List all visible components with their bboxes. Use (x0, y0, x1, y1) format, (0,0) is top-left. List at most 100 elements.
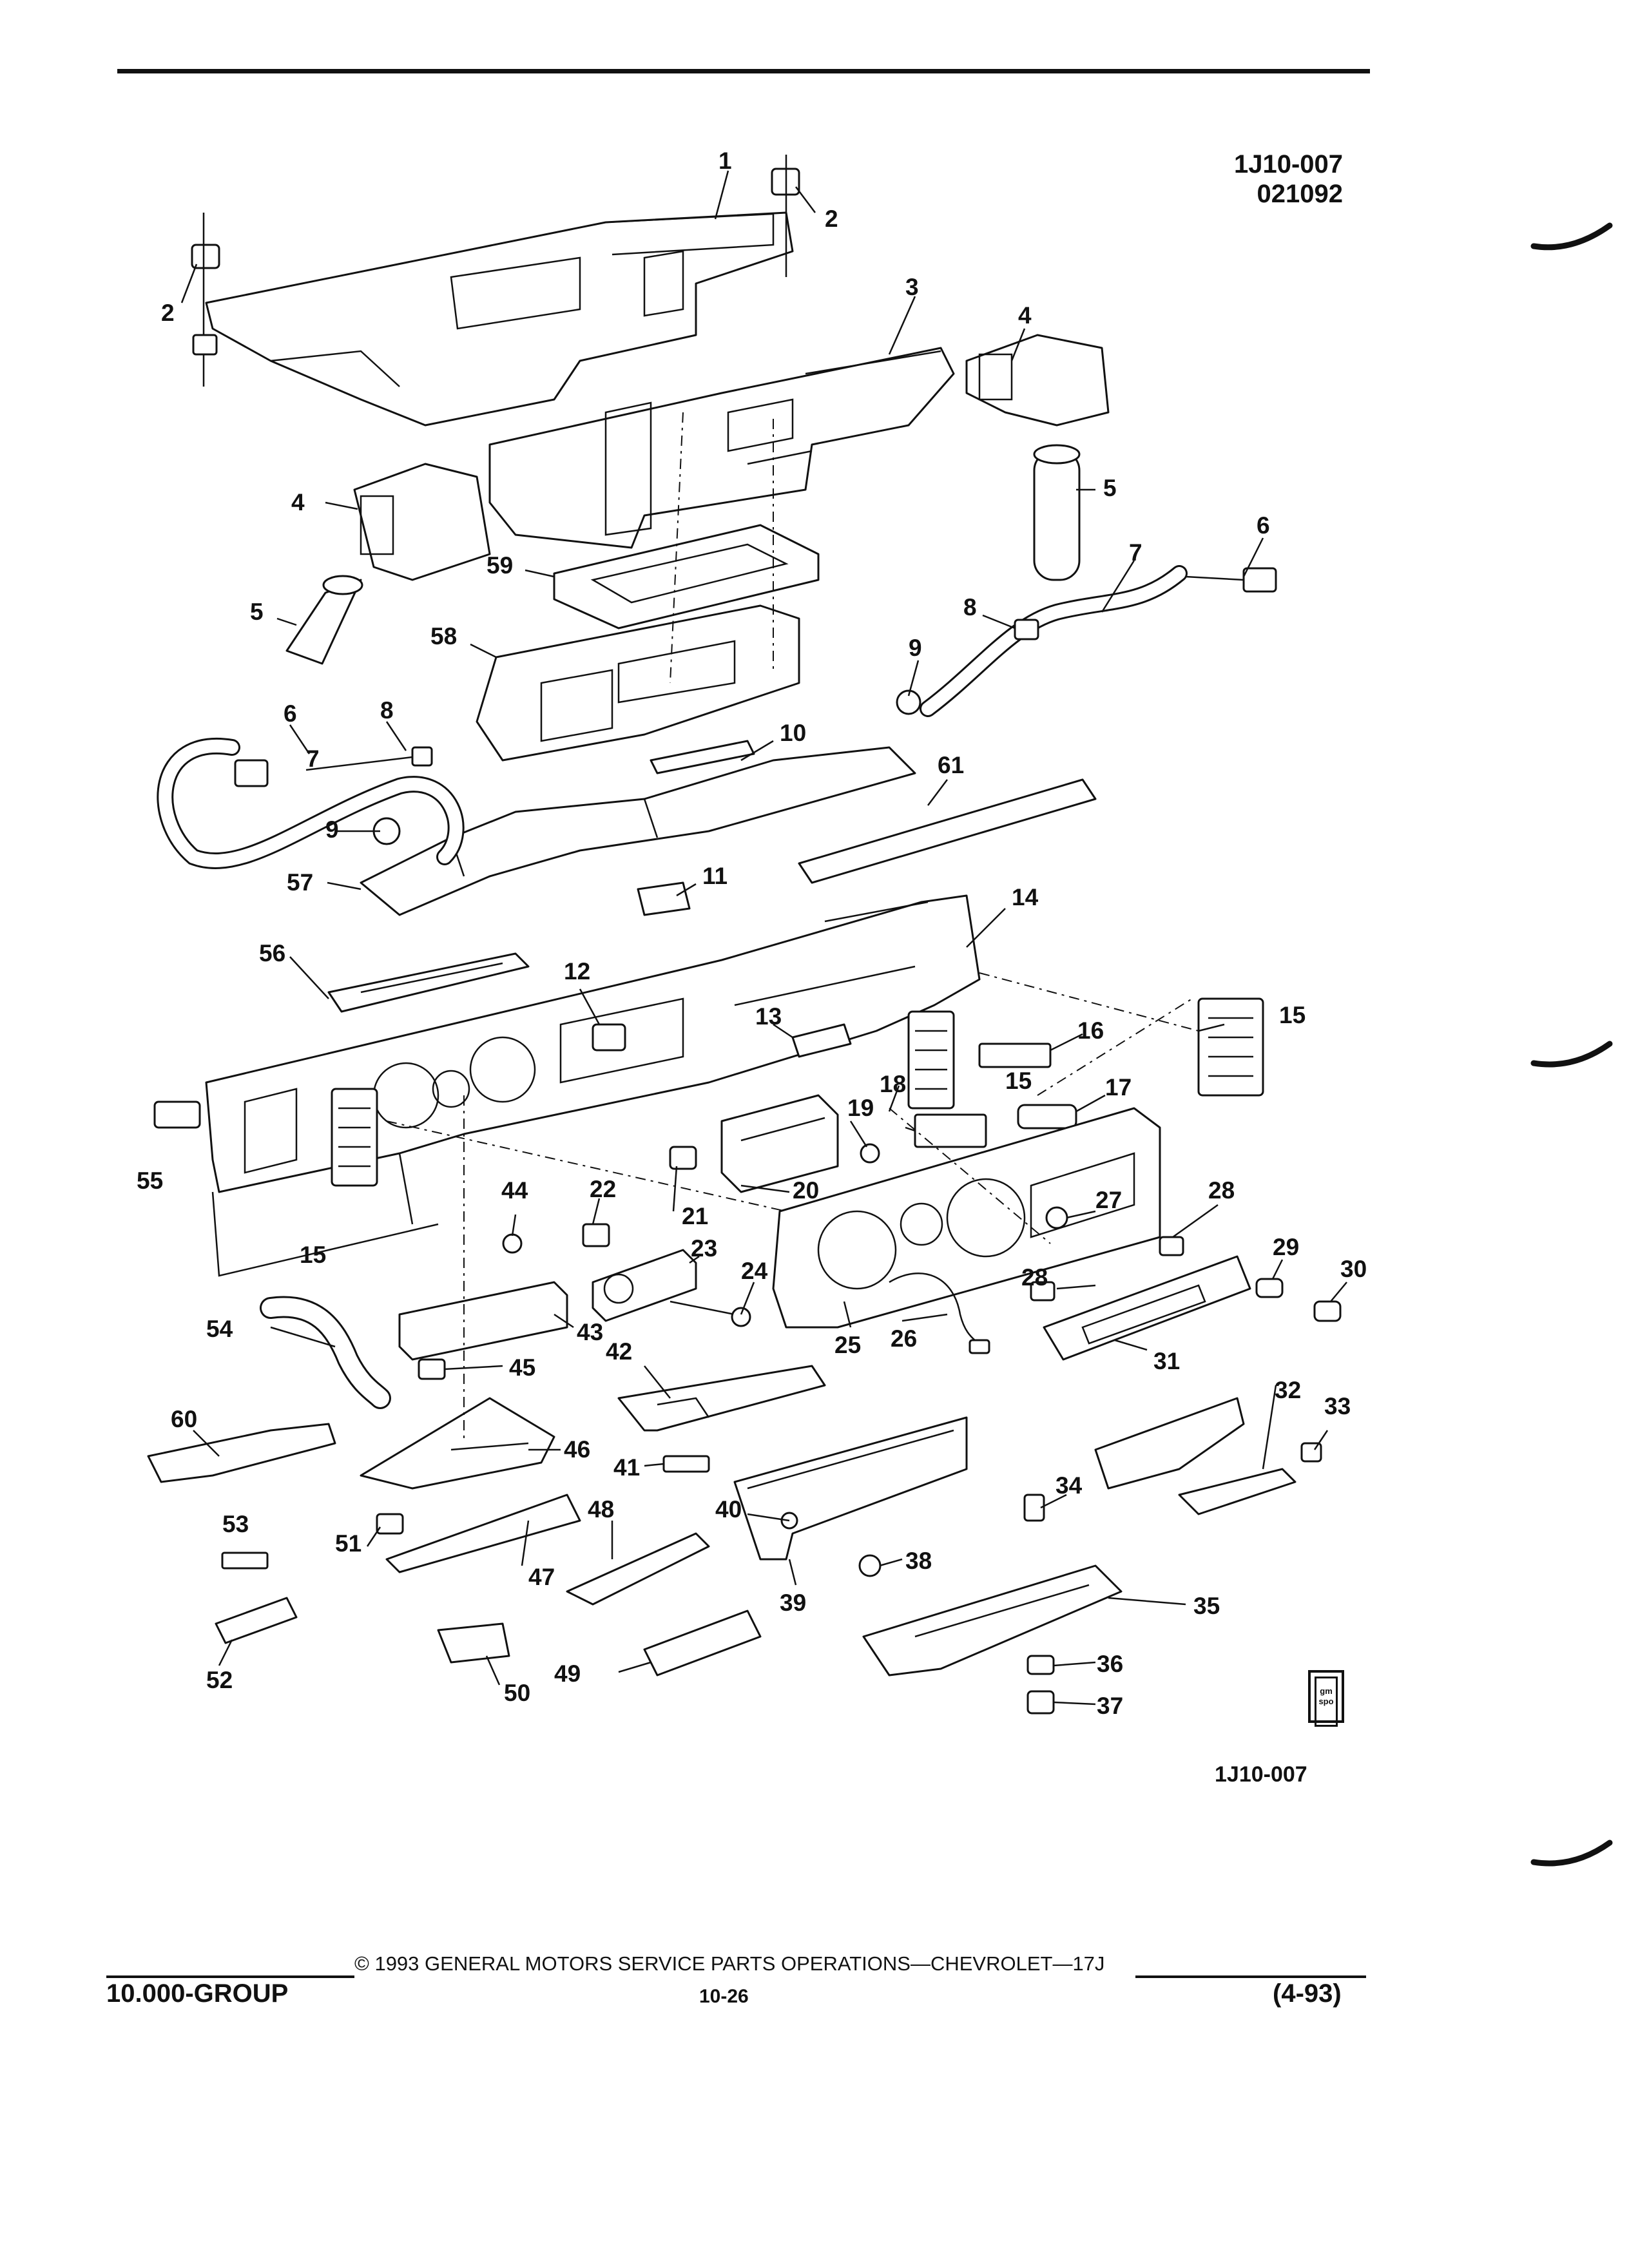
part-29-knob (1255, 1278, 1284, 1298)
callout-21: 21 (682, 1203, 708, 1229)
part-23-bezel (592, 1249, 697, 1322)
footer-copyright: © 1993 GENERAL MOTORS SERVICE PARTS OPER… (354, 1952, 1105, 1975)
binder-marks (1530, 222, 1613, 1867)
part-4-outlet-duct-right (965, 334, 1110, 427)
callout-58: 58 (430, 623, 457, 649)
callout-5-right: 5 (1103, 475, 1117, 501)
callout-45: 45 (509, 1354, 535, 1381)
part-19-screw (860, 1143, 880, 1164)
callout-17: 17 (1105, 1074, 1132, 1100)
part-49-pad (643, 1610, 762, 1677)
figure-code-header: 1J10-007 021092 (1147, 149, 1343, 209)
callout-14: 14 (1012, 884, 1039, 910)
part-28-socket-upper (1159, 1236, 1184, 1256)
part-54-duct (260, 1296, 391, 1409)
callout-28-upper: 28 (1208, 1177, 1235, 1204)
callout-6-left: 6 (284, 700, 297, 727)
callout-15-center: 15 (1005, 1068, 1032, 1094)
part-39-glove-box (733, 1416, 968, 1561)
gm-spo-badge: gm spo (1308, 1670, 1344, 1727)
callout-30: 30 (1340, 1256, 1367, 1282)
callout-53: 53 (222, 1511, 249, 1537)
callout-38: 38 (905, 1548, 932, 1574)
figure-code-line-1: 1J10-007 (1233, 150, 1343, 178)
callout-37: 37 (1097, 1693, 1123, 1719)
part-56-speaker-grille (327, 952, 530, 1013)
callout-9-left: 9 (325, 816, 339, 843)
callout-8-right: 8 (963, 594, 977, 620)
callout-60: 60 (171, 1406, 197, 1432)
callout-57: 57 (287, 869, 313, 896)
footer-group: 10.000-GROUP (106, 1979, 289, 2008)
callout-11: 11 (702, 863, 728, 889)
callout-26: 26 (891, 1325, 917, 1352)
part-59-seal (553, 524, 820, 629)
part-32-compartment (1094, 1397, 1296, 1515)
callout-27: 27 (1095, 1187, 1122, 1213)
callout-42: 42 (606, 1338, 632, 1365)
callout-4-right: 4 (1018, 302, 1032, 329)
callout-47: 47 (528, 1564, 555, 1590)
callout-55: 55 (137, 1168, 163, 1194)
part-52-grip (215, 1597, 298, 1644)
part-16-switch (978, 1043, 1052, 1068)
callout-44: 44 (501, 1177, 528, 1204)
callout-36: 36 (1097, 1651, 1123, 1677)
part-60-bracket (147, 1423, 336, 1483)
callout-24: 24 (741, 1258, 768, 1284)
gm-spo-badge-text: gm spo (1315, 1677, 1338, 1727)
callout-16: 16 (1077, 1017, 1104, 1044)
part-34-latch (1023, 1494, 1045, 1522)
callout-23: 23 (691, 1235, 717, 1262)
callout-10: 10 (780, 720, 806, 746)
footer-date: (4-93) (1273, 1979, 1342, 2008)
part-5-tube-right (1033, 444, 1081, 581)
part-41-pad (662, 1455, 710, 1473)
part-12-connector (592, 1023, 626, 1052)
callout-29: 29 (1273, 1234, 1299, 1260)
part-55-switch (153, 1100, 201, 1129)
callout-12: 12 (564, 958, 590, 985)
callout-15-right: 15 (1279, 1002, 1306, 1028)
callout-51: 51 (335, 1530, 361, 1557)
callout-33: 33 (1324, 1393, 1351, 1419)
callout-32: 32 (1275, 1377, 1301, 1403)
callout-1: 1 (718, 148, 732, 174)
part-31-trim-plate (1043, 1255, 1251, 1361)
callout-4-left: 4 (291, 489, 305, 515)
callout-2-right: 2 (825, 206, 838, 232)
part-15-vent-center (907, 1010, 955, 1110)
callout-50: 50 (504, 1680, 530, 1706)
callout-59: 59 (487, 552, 513, 579)
part-46-console-front (360, 1397, 555, 1490)
part-15-vent-left (331, 1088, 378, 1187)
part-51-clip (376, 1513, 404, 1535)
leader-lines (180, 170, 1347, 1706)
part-50-bracket (437, 1622, 510, 1664)
callout-3: 3 (905, 274, 919, 300)
callout-7-left: 7 (306, 745, 320, 772)
part-58-heater-module (476, 604, 800, 762)
part-38-bumper (858, 1554, 882, 1577)
callout-34: 34 (1055, 1472, 1083, 1499)
callout-28-lower: 28 (1021, 1264, 1048, 1291)
part-47-bracket (385, 1494, 581, 1573)
part-33-bumper (1300, 1442, 1322, 1463)
exploded-parts-diagram: 1 2 2 3 4 4 5 5 6 6 7 7 8 8 9 9 10 11 12… (137, 148, 1367, 1719)
callout-2-left: 2 (161, 300, 175, 326)
part-57-lower-bracket (360, 746, 916, 916)
part-3-main-duct (488, 347, 955, 549)
part-11-bracket (637, 881, 691, 916)
part-2-clip-left (191, 213, 220, 387)
part-48-bracket (566, 1532, 710, 1606)
part-37-foot (1027, 1690, 1055, 1715)
part-44-nut (502, 1233, 523, 1254)
callout-7-right: 7 (1129, 539, 1142, 566)
part-42-bracket (617, 1365, 826, 1432)
callout-19: 19 (847, 1095, 874, 1121)
part-5-tube-left (285, 575, 363, 665)
callout-8-left: 8 (380, 697, 394, 724)
part-45-connector (418, 1358, 446, 1380)
part-24-bolt (670, 1300, 751, 1327)
part-7-hose-left (157, 738, 465, 869)
